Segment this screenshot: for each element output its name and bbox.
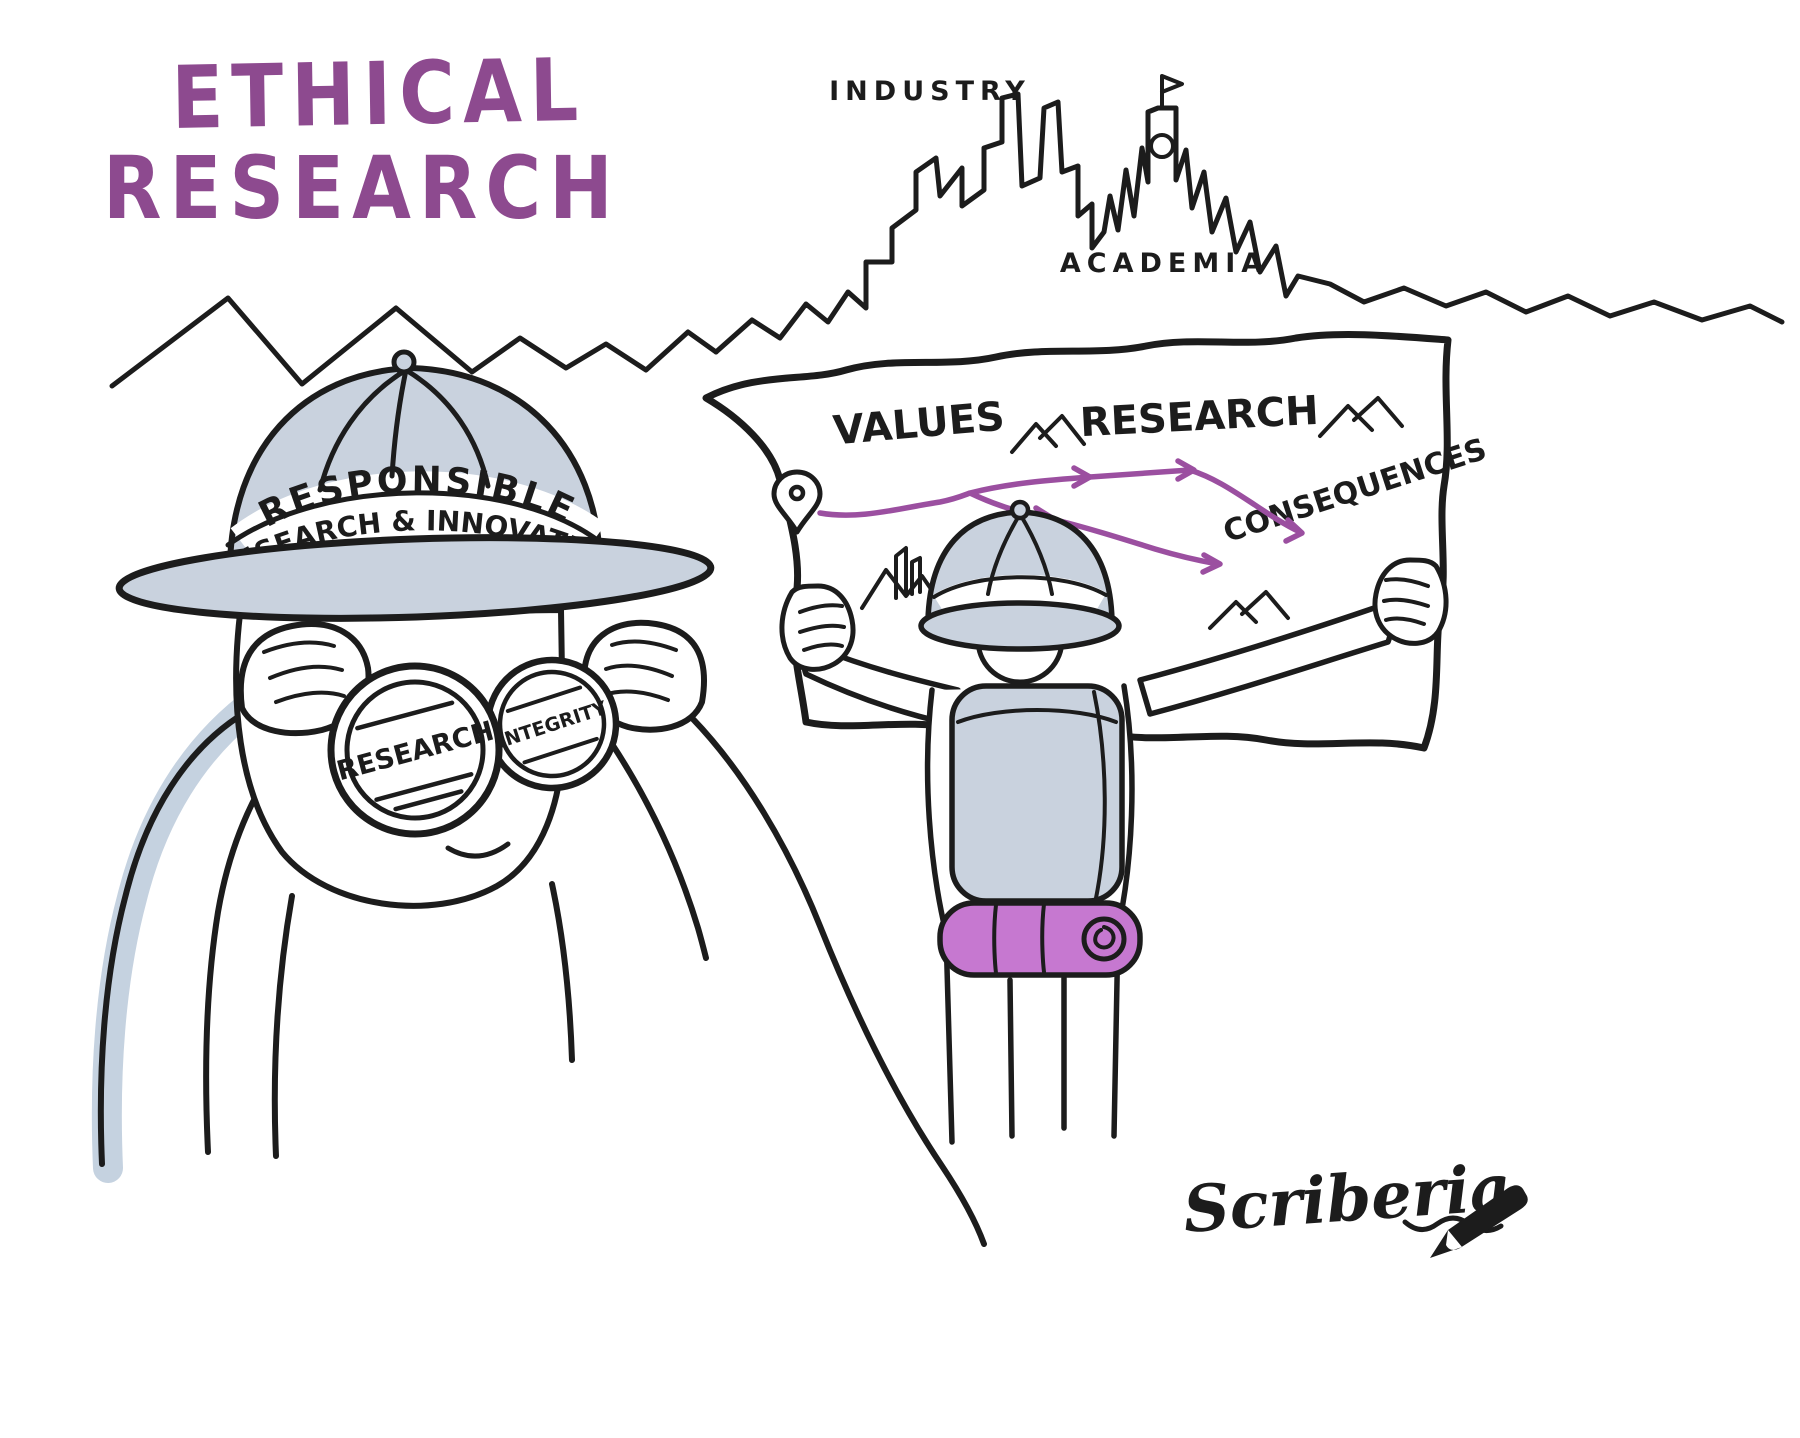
bedroll [937, 900, 1143, 978]
helmet-band-small [933, 574, 1107, 618]
helmet-seams-small [986, 512, 1054, 596]
right-lens-inner-ring [497, 669, 607, 779]
helmet-band [230, 471, 606, 585]
title-line1: ETHICAL [171, 40, 587, 149]
industry-label: INDUSTRY [829, 76, 1031, 107]
trail-arrow-icon [1032, 458, 1305, 575]
helmet-seams [317, 367, 491, 493]
clock-icon [1149, 133, 1175, 159]
helmet-band-edge [225, 490, 603, 548]
background-skyline: INDUSTRY ACADEMIA [109, 74, 1785, 389]
map-holder-right-hand-fingers [1382, 577, 1430, 626]
explorer-smile [445, 841, 511, 859]
helmet-brim [115, 534, 715, 622]
left-mountains [109, 295, 719, 389]
map-holder-legs [1007, 975, 1067, 1139]
pen-icon [1430, 1185, 1528, 1258]
explorer-body-lines [271, 881, 575, 1159]
binoculars-left-lens: RESEARCH [327, 662, 503, 838]
signature: Scriberia [1181, 1150, 1528, 1258]
castle-flag-icon [1160, 74, 1184, 110]
binoculars-right-lens: INTEGRITY [484, 656, 620, 792]
bedroll-straps [992, 902, 1046, 975]
explorer-right-arm-lines [609, 715, 987, 1247]
map-holder-pith-helmet [918, 499, 1122, 652]
bedroll-roll-end [1081, 916, 1127, 962]
helmet-button [391, 349, 417, 375]
arm-shadow-highlight [91, 685, 273, 1183]
backpack-flap-seam [956, 690, 1118, 900]
map-holder-figure [779, 499, 1449, 1145]
map-mountain-doodles [860, 396, 1404, 630]
explorer-left-hand [237, 621, 372, 737]
backpack [949, 683, 1125, 904]
academia-label: ACADEMIA [1060, 248, 1268, 279]
helmet-band-small-edge [932, 575, 1108, 599]
left-lens-glare-lines [355, 700, 474, 812]
helmet-button-small [1009, 499, 1031, 521]
title-line2: RESEARCH [103, 138, 621, 239]
page-title: ETHICAL RESEARCH [103, 40, 621, 239]
location-pin-dot [788, 484, 806, 502]
explorer-left-hand-fingers [262, 640, 346, 704]
bedroll-spiral [1093, 925, 1116, 950]
left-lens-inner-ring [344, 679, 486, 821]
location-pin-icon [771, 469, 823, 535]
industry-academia-skyline [713, 91, 1785, 355]
map-holder-left-hand-fingers [798, 603, 846, 652]
helmet-brim-small [918, 600, 1122, 652]
right-lens-glare-lines [505, 685, 599, 765]
